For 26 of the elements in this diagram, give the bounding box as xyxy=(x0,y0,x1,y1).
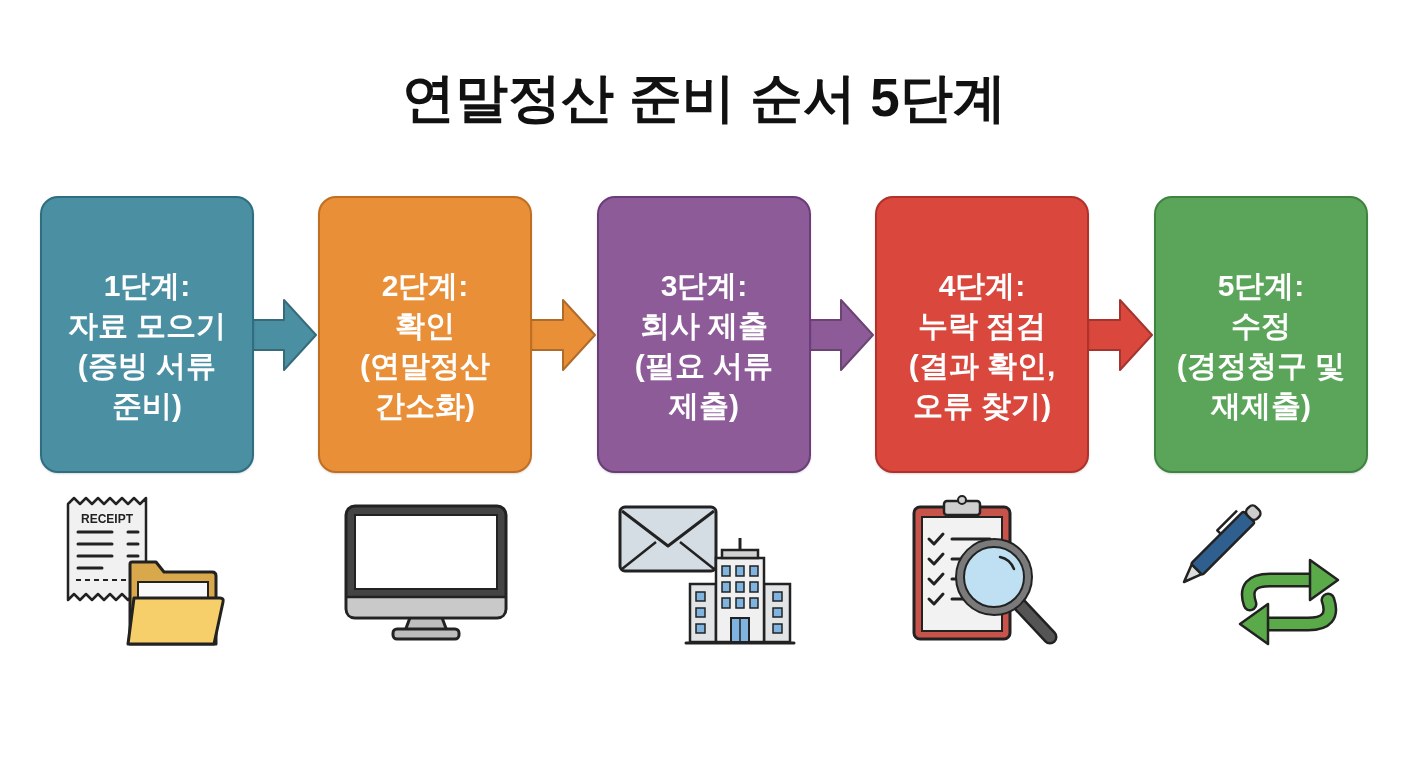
step-number: 1단계: xyxy=(103,267,191,304)
step-number: 2단계: xyxy=(381,267,469,304)
step-box xyxy=(1154,196,1368,473)
step-description: (증빙 서류 준비) xyxy=(76,347,218,424)
step-number: 4단계: xyxy=(938,267,1026,304)
step-title: 회사 제출 xyxy=(639,307,769,344)
step-number: 5단계: xyxy=(1217,267,1305,304)
step-box xyxy=(40,196,254,473)
step-title: 누락 점검 xyxy=(917,307,1047,344)
step-title: 수정 xyxy=(1231,307,1291,344)
block-arrow xyxy=(529,299,596,371)
block-arrow xyxy=(1086,299,1153,371)
step-box xyxy=(318,196,532,473)
step-description: (연말정산 간소화) xyxy=(359,347,491,424)
block-arrow xyxy=(808,299,874,371)
receipt-label: RECEIPT xyxy=(81,513,133,526)
block-arrow xyxy=(251,299,317,371)
diagram-title: 연말정산 준비 순서 5단계 xyxy=(402,67,1006,129)
step-box xyxy=(875,196,1089,473)
step-box xyxy=(597,196,811,473)
step-description: (경정청구 및 재제출) xyxy=(1175,347,1347,424)
step-number: 3단계: xyxy=(660,267,748,304)
step-title: 자료 모으기 xyxy=(67,307,227,344)
step-description: (결과 확인, 오류 찾기) xyxy=(907,347,1057,424)
step-description: (필요 서류 제출) xyxy=(633,347,775,424)
step-title: 확인 xyxy=(395,307,455,344)
